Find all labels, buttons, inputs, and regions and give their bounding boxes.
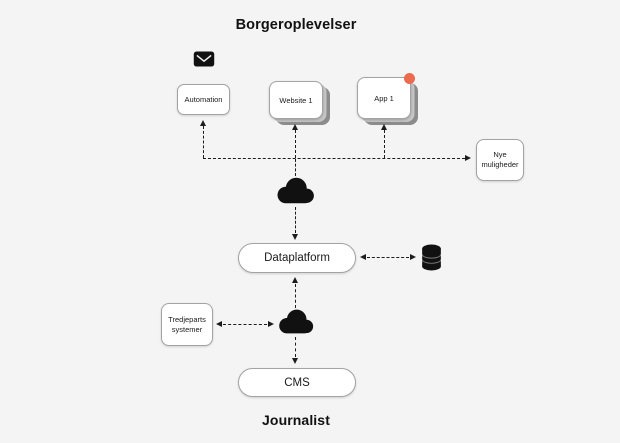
connector-dataplatform-database	[367, 257, 409, 258]
connector-tredjeparts-cloud	[223, 324, 267, 325]
connector-website	[295, 130, 296, 158]
diagram-title: Borgeroplevelser	[235, 17, 357, 33]
website-card: Website 1	[269, 81, 323, 119]
arrowhead-right-database	[410, 253, 416, 260]
arrowhead-up-automation	[200, 120, 206, 126]
arrowhead-right-nye	[465, 154, 471, 161]
node-dataplatform: Dataplatform	[238, 243, 356, 273]
node-website: Website 1	[269, 81, 330, 125]
node-automation: Automation	[177, 84, 230, 115]
notification-dot	[404, 73, 415, 84]
connector-top-bus	[203, 158, 465, 159]
nye-muligheder-label: Nye muligheder	[481, 150, 519, 169]
cloud-icon	[279, 309, 314, 334]
arrowhead-left-dataplatform	[360, 253, 366, 260]
cloud-icon	[277, 177, 314, 204]
dataplatform-label: Dataplatform	[264, 252, 330, 264]
diagram-footer: Journalist	[262, 412, 330, 428]
website-label: Website 1	[279, 95, 313, 105]
mail-icon	[193, 51, 215, 67]
arrowhead-down-cms	[292, 358, 298, 364]
connector-cloud2-dataplatform	[295, 284, 296, 308]
app-card: App 1	[357, 77, 411, 119]
node-cms: CMS	[238, 368, 356, 397]
node-tredjeparts-systemer: Tredjeparts systemer	[161, 303, 213, 346]
node-nye-muligheder: Nye muligheder	[476, 139, 524, 181]
connector-cloud-dataplatform	[295, 207, 296, 233]
arrowhead-down-dataplatform	[292, 234, 298, 240]
arrowhead-right-cloud2	[268, 320, 274, 327]
arrowhead-left-tredjeparts	[216, 320, 222, 327]
database-icon	[421, 244, 442, 271]
arrowhead-up-app	[381, 124, 387, 130]
node-app: App 1	[357, 73, 418, 125]
tredjeparts-label: Tredjeparts systemer	[168, 314, 206, 334]
cms-label: CMS	[284, 376, 310, 389]
arrowhead-up-dataplatform	[292, 277, 298, 283]
arrowhead-up-website	[292, 124, 298, 130]
automation-label: Automation	[184, 94, 223, 104]
connector-bus-to-cloud	[295, 159, 296, 176]
app-label: App 1	[374, 93, 394, 103]
connector-cloud2-cms	[295, 337, 296, 357]
connector-automation	[203, 126, 204, 158]
connector-app	[384, 130, 385, 158]
